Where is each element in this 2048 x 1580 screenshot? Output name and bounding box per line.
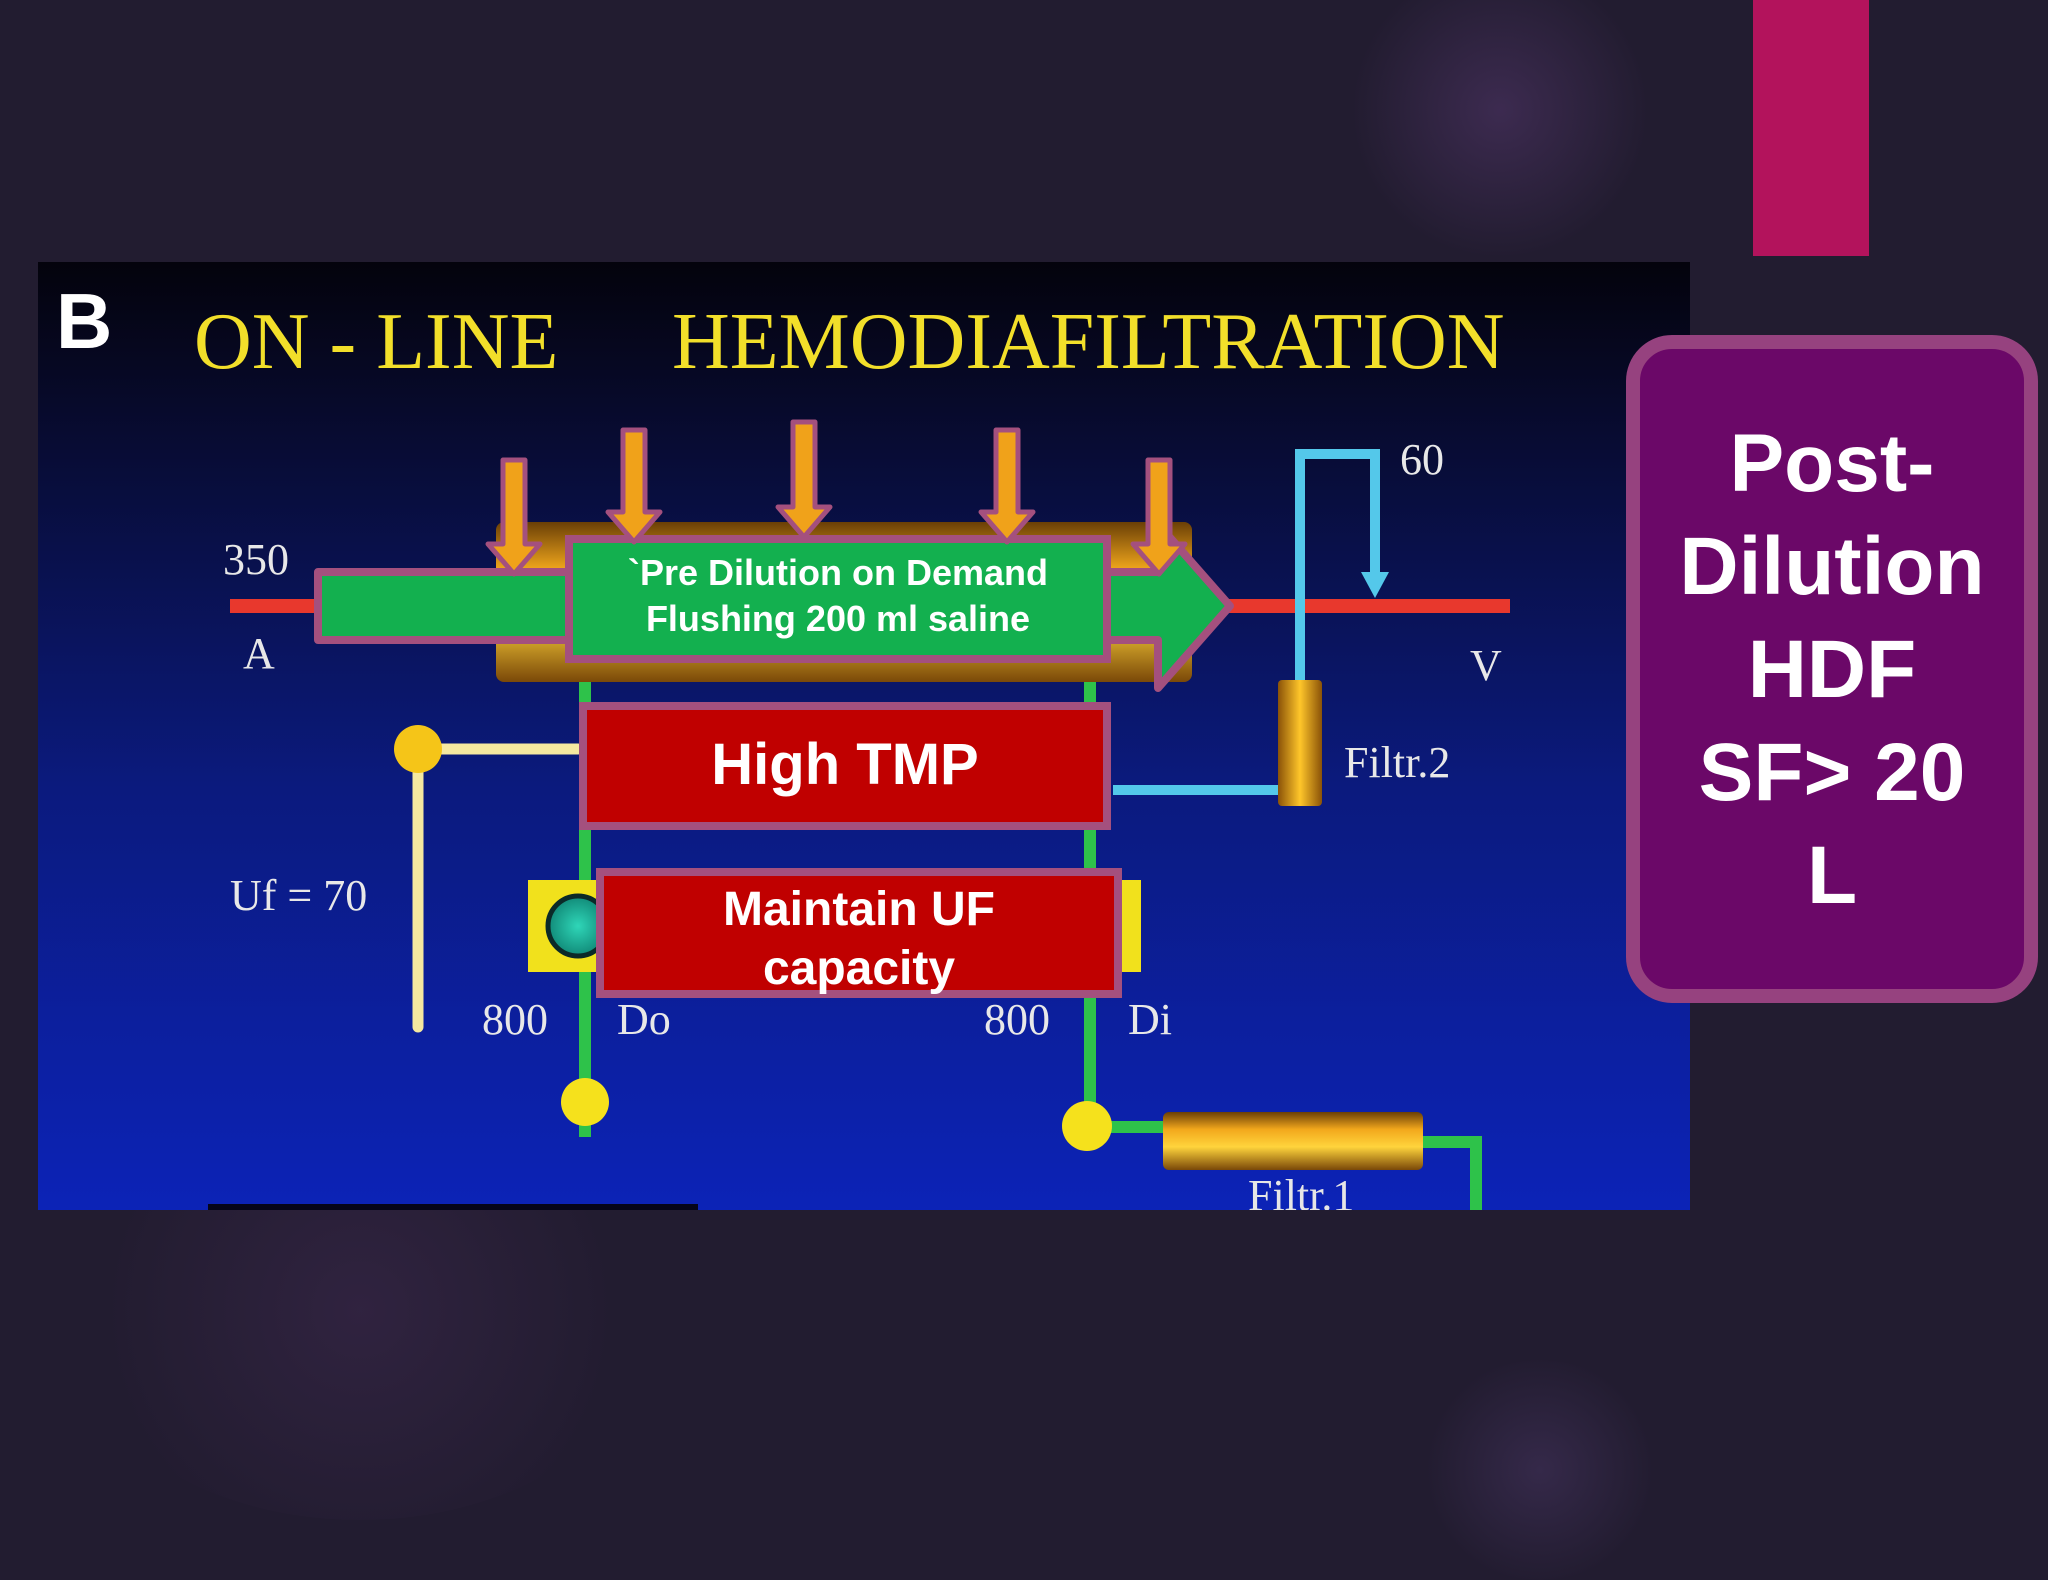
hemodiafiltration-diagram: B ON - LINE HEMODIAFILTRATION Filtr.1 [38,262,1690,1210]
arterial-flow-label: 350 [223,535,289,584]
dialysate-out-label: Do [617,995,671,1044]
injection-arrow [485,457,543,577]
accent-bar [1753,0,1869,256]
filter-1-label: Filtr.1 [1248,1171,1354,1210]
high-tmp-label: High TMP [711,732,978,797]
bottom-divider [208,1204,698,1210]
pre-dilution-line-2: Flushing 200 ml saline [646,598,1030,639]
arterial-label: A [243,629,275,678]
injection-arrow [775,419,833,540]
pre-dilution-line-1: `Pre Dilution on Demand [628,552,1048,593]
maintain-uf-line-1: Maintain UF [723,883,995,936]
maintain-uf-box [596,868,1122,998]
pre-dilution-box [565,535,1111,663]
infusion-arrowhead [1361,572,1389,598]
filtrate-line [1113,449,1380,795]
dialysate-in-label: Di [1128,995,1172,1044]
dialysate-in-valve [1062,1101,1112,1151]
pre-dilution-injection-arrows [485,419,1188,577]
dialysate-out-valve [561,1078,609,1126]
background-glow [1350,0,1650,260]
filter-2-label: Filtr.2 [1344,738,1450,787]
venous-label: V [1470,641,1502,690]
ultrafiltration-label: Uf = 70 [230,871,367,920]
injection-arrow [605,427,663,545]
filter-1 [1163,1112,1423,1170]
uf-valve [394,725,442,773]
panel-letter: B [56,277,112,365]
filter-2 [1278,680,1322,806]
injection-arrow [1130,457,1188,577]
post-infusion-label: 60 [1400,435,1444,484]
high-tmp-box [579,702,1111,830]
background-glow [1420,1360,1660,1580]
injection-arrow [978,427,1036,545]
post-dilution-callout: Post- Dilution HDF SF> 20 L [1626,335,2038,1003]
title-left: ON - LINE [194,298,558,386]
dialysate-in-flow-label: 800 [984,995,1050,1044]
dialysate-out-flow-label: 800 [482,995,548,1044]
post-dilution-text: Post- Dilution HDF SF> 20 L [1679,417,1985,921]
title-right: HEMODIAFILTRATION [672,298,1505,386]
maintain-uf-line-2: capacity [763,942,955,995]
